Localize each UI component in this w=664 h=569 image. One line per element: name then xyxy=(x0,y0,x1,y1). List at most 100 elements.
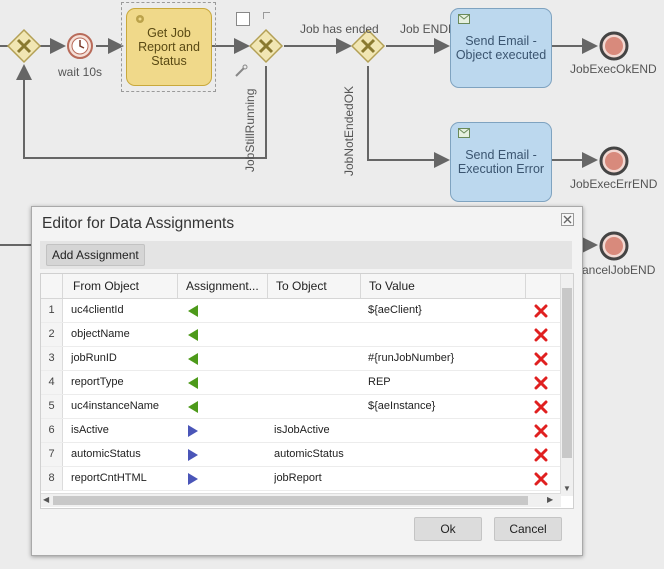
exclusive-gateway-icon[interactable] xyxy=(350,28,386,64)
scrollbar-thumb[interactable] xyxy=(562,288,572,458)
exclusive-gateway-icon[interactable] xyxy=(6,28,42,64)
to-value-cell[interactable] xyxy=(368,323,518,346)
to-object-cell[interactable]: isJobActive xyxy=(274,424,330,436)
envelope-icon xyxy=(458,128,470,138)
end-label-error: JobExecErrEND xyxy=(570,177,658,191)
to-object-cell[interactable]: automicStatus xyxy=(274,448,344,460)
scrollbar-thumb[interactable] xyxy=(53,496,528,505)
to-value-cell[interactable]: ${aeClient} xyxy=(368,304,422,316)
gear-icon xyxy=(136,15,144,23)
header-rownum xyxy=(41,274,63,298)
to-value-cell[interactable] xyxy=(368,443,518,466)
scroll-left-icon[interactable]: ◀ xyxy=(43,495,50,504)
to-object-cell[interactable] xyxy=(274,395,359,418)
arrow-left-icon[interactable] xyxy=(188,305,198,317)
arrow-left-icon[interactable] xyxy=(188,353,198,365)
task-send-email-ok[interactable]: Send Email - Object executed xyxy=(450,8,552,88)
to-value-cell[interactable]: #{runJobNumber} xyxy=(368,352,455,364)
to-object-cell[interactable] xyxy=(274,299,359,322)
arrow-left-icon[interactable] xyxy=(188,377,198,389)
delete-icon[interactable] xyxy=(534,376,548,390)
horizontal-scrollbar[interactable]: ◀ ▶ xyxy=(41,493,561,507)
row-number: 4 xyxy=(41,371,63,394)
row-number: 2 xyxy=(41,323,63,346)
delete-icon[interactable] xyxy=(534,424,548,438)
arrow-left-icon[interactable] xyxy=(188,401,198,413)
arrow-right-icon[interactable] xyxy=(188,449,198,461)
delete-icon[interactable] xyxy=(534,352,548,366)
from-object-cell[interactable]: uc4clientId xyxy=(71,304,124,316)
from-object-cell[interactable]: reportCntHTML xyxy=(71,472,147,484)
table-row[interactable]: 1 uc4clientId ${aeClient} xyxy=(41,299,561,323)
to-value-cell[interactable] xyxy=(368,467,518,490)
delete-icon[interactable] xyxy=(534,328,548,342)
task-label: Send Email - Object executed xyxy=(455,34,547,62)
cancel-button[interactable]: Cancel xyxy=(494,517,562,541)
scroll-down-icon[interactable]: ▼ xyxy=(563,484,571,493)
task-label: Send Email - Execution Error xyxy=(457,148,545,176)
to-object-cell[interactable] xyxy=(274,347,359,370)
to-object-cell[interactable] xyxy=(274,371,359,394)
row-number: 7 xyxy=(41,443,63,466)
to-value-cell[interactable]: REP xyxy=(368,376,391,388)
ok-button[interactable]: Ok xyxy=(414,517,482,541)
header-from-object[interactable]: From Object xyxy=(63,274,178,298)
table-row[interactable]: 4 reportType REP xyxy=(41,371,561,395)
from-object-cell[interactable]: reportType xyxy=(71,376,124,388)
from-object-cell[interactable]: isActive xyxy=(71,424,109,436)
add-assignment-button[interactable]: Add Assignment xyxy=(46,244,145,266)
timer-label: wait 10s xyxy=(58,65,103,79)
end-event-icon[interactable] xyxy=(598,230,630,262)
task-send-email-error[interactable]: Send Email - Execution Error xyxy=(450,122,552,202)
to-object-cell[interactable] xyxy=(274,323,359,346)
delete-icon[interactable] xyxy=(534,448,548,462)
assignments-grid: From Object Assignment... To Object To V… xyxy=(40,273,574,509)
to-value-cell[interactable]: ${aeInstance} xyxy=(368,400,436,412)
from-object-cell[interactable]: jobRunID xyxy=(71,352,117,364)
table-row[interactable]: 7 automicStatus automicStatus xyxy=(41,443,561,467)
arrow-right-icon[interactable] xyxy=(188,473,198,485)
arrow-left-icon[interactable] xyxy=(188,329,198,341)
header-to-object[interactable]: To Object xyxy=(268,274,361,298)
timer-event-icon[interactable] xyxy=(66,32,94,60)
end-event-icon[interactable] xyxy=(598,145,630,177)
close-icon[interactable] xyxy=(561,213,574,226)
end-label-cancel: ancelJobEND xyxy=(582,263,656,277)
data-assignments-dialog: Editor for Data Assignments Add Assignme… xyxy=(31,206,583,556)
end-label-ok: JobExecOkEND xyxy=(570,62,657,76)
delete-icon[interactable] xyxy=(534,472,548,486)
flow-label-job-has-ended: Job has ended xyxy=(300,22,379,36)
task-get-job-report[interactable]: Get Job Report and Status xyxy=(126,8,212,86)
exclusive-gateway-icon[interactable] xyxy=(248,28,284,64)
vertical-scrollbar[interactable]: ▼ xyxy=(560,274,573,496)
from-object-cell[interactable]: objectName xyxy=(71,328,130,340)
header-to-value[interactable]: To Value xyxy=(361,274,526,298)
row-number: 1 xyxy=(41,299,63,322)
from-object-cell[interactable]: uc4instanceName xyxy=(71,400,160,412)
checkbox-icon[interactable] xyxy=(236,12,250,26)
selection-outline xyxy=(121,2,216,92)
header-assignment[interactable]: Assignment... xyxy=(178,274,268,298)
table-row[interactable]: 2 objectName xyxy=(41,323,561,347)
to-object-cell[interactable]: jobReport xyxy=(274,472,322,484)
wrench-icon[interactable] xyxy=(234,64,248,78)
end-event-icon[interactable] xyxy=(598,30,630,62)
dialog-toolbar: Add Assignment xyxy=(40,241,572,269)
dialog-title: Editor for Data Assignments xyxy=(42,215,235,232)
flow-label-job-not-ended-ok: JobNotEndedOK xyxy=(342,85,356,176)
task-label: Get Job Report and Status xyxy=(138,26,200,68)
to-value-cell[interactable] xyxy=(368,419,518,442)
scroll-right-icon[interactable]: ▶ xyxy=(547,495,554,504)
arrow-right-icon[interactable] xyxy=(188,425,198,437)
delete-icon[interactable] xyxy=(534,400,548,414)
delete-icon[interactable] xyxy=(534,304,548,318)
from-object-cell[interactable]: automicStatus xyxy=(71,448,141,460)
envelope-icon xyxy=(458,14,470,24)
